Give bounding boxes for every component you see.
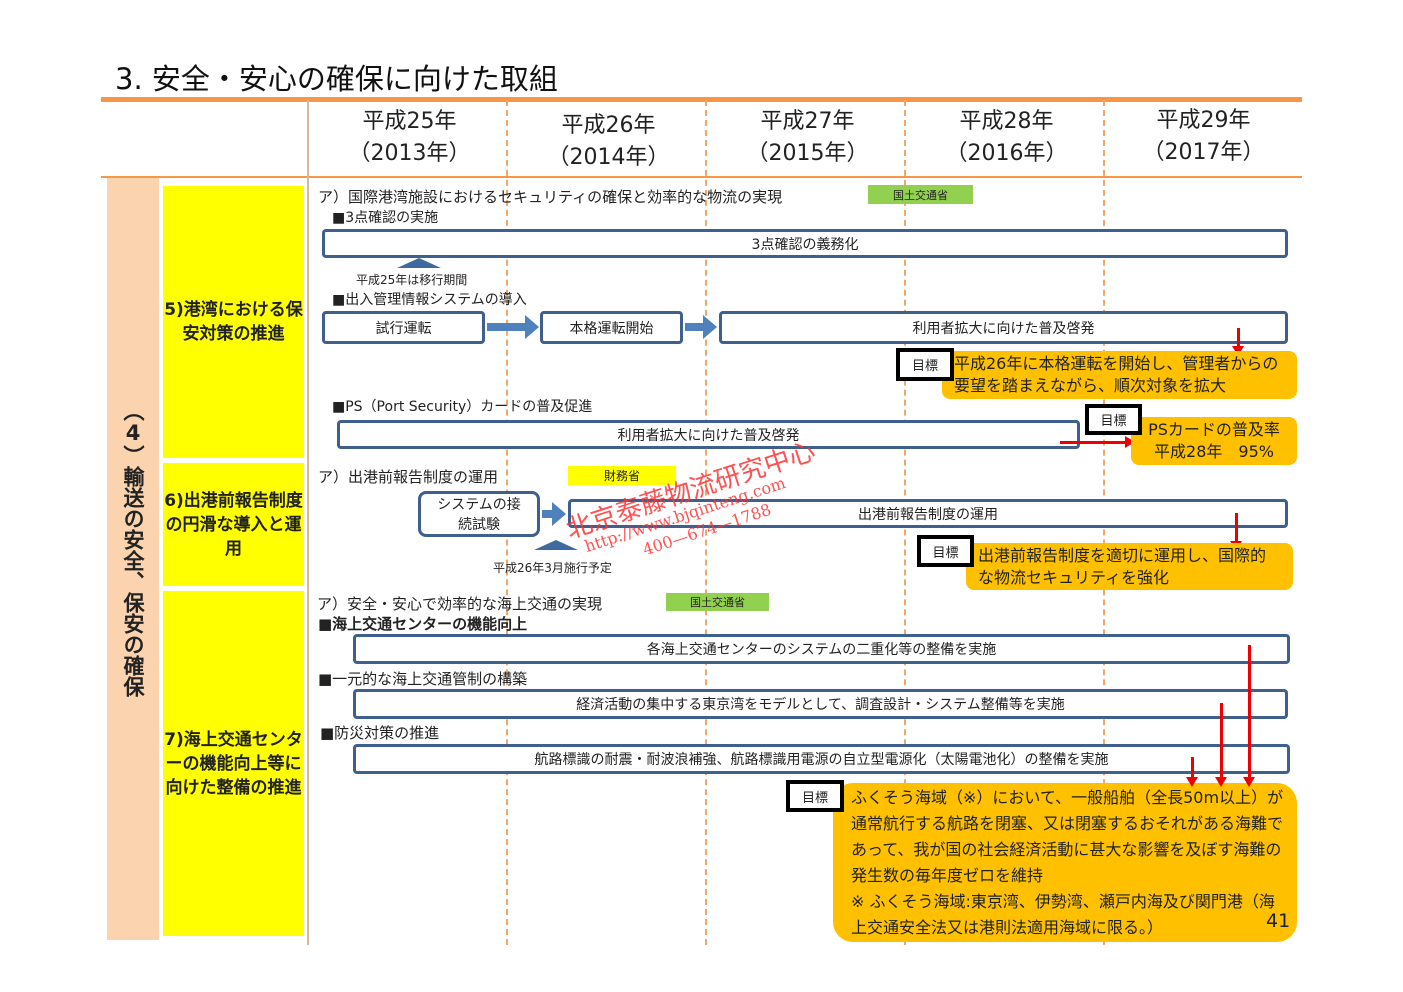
milestone-marker [534,540,578,550]
note: 平成25年は移行期間 [356,273,468,287]
year-header: 平成25年 （2013年） [310,106,509,170]
section-label: （4）輸送の安全、保安の確保 [121,400,145,697]
step-box: 本格運転開始 [540,311,683,344]
year-era: 平成25年 [362,109,457,134]
year-ad: （2013年） [348,141,471,166]
goal-line: 平成28年 95% [1154,442,1274,461]
note: 平成26年3月施行予定 [493,561,612,575]
page-title: 3. 安全・安心の確保に向けた取組 [115,62,558,96]
timeline-bar: 利用者拡大に向けた普及啓発 [719,311,1288,344]
year-era: 平成26年 [561,113,656,138]
timeline-bar: 利用者拡大に向けた普及啓発 [337,420,1080,449]
year-ad: （2017年） [1142,140,1265,165]
column-divider [307,100,309,945]
header-bottom-rule [101,176,1302,178]
timeline-bar: 各海上交通センターのシステムの二重化等の整備を実施 [353,634,1290,664]
arrow-right-icon [487,315,539,339]
year-header: 平成28年 （2016年） [907,106,1106,170]
year-header: 平成27年 （2015年） [708,106,907,170]
red-arrow-right-icon [1060,436,1135,448]
sub-heading: ■PS（Port Security）カードの普及促進 [332,399,593,415]
port-heading: ア）国際港湾施設におけるセキュリティの確保と効率的な物流の実現 [318,188,783,206]
section-band [107,178,159,940]
red-arrow-down-icon [1243,645,1255,787]
sub-heading: ■海上交通センターの機能向上 [318,615,528,633]
sub-heading: ■3点確認の実施 [332,210,439,226]
step-box: 試行運転 [322,311,485,344]
goal-text: 平成26年に本格運転を開始し、管理者からの要望を踏まえながら、順次対象を拡大 [942,351,1297,399]
goal-line: PSカードの普及率 [1148,420,1280,439]
sub-heading: ■出入管理情報システムの導入 [332,292,527,308]
year-ad: （2016年） [945,141,1068,166]
category-pre-departure-report: 6)出港前報告制度の円滑な導入と運用 [163,463,304,586]
milestone-marker [397,258,441,268]
category-port-security: 5)港湾における保安対策の推進 [163,186,304,458]
year-era: 平成29年 [1156,108,1251,133]
ministry-tag: 国土交通省 [868,185,973,204]
category-traffic-center: 7)海上交通センターの機能向上等に向けた整備の推進 [163,591,304,936]
red-arrow-down-icon [1230,513,1242,551]
report-heading: ア）出港前報告制度の運用 [318,468,499,486]
sea-heading: ア）安全・安心で効率的な海上交通の実現 [317,595,603,613]
goal-label: 目標 [1085,404,1142,435]
goal-text: PSカードの普及率平成28年 95% [1131,417,1297,465]
goal-label: 目標 [786,780,844,812]
red-arrow-down-icon [1232,328,1244,356]
sub-heading: ■一元的な海上交通管制の構築 [318,670,528,688]
arrow-right-icon [542,502,566,526]
goal-label: 目標 [896,348,954,381]
goal-text: ふくそう海域（※）において、一般船舶（全長50m以上）が通常航行する航路を閉塞、… [833,783,1297,942]
goal-line: ふくそう海域（※）において、一般船舶（全長50m以上）が通常航行する航路を閉塞、… [851,788,1284,885]
ministry-tag: 財務省 [568,466,676,485]
ministry-tag: 国土交通省 [666,593,769,611]
goal-label: 目標 [917,535,974,567]
year-header: 平成29年 （2017年） [1104,105,1303,169]
header-rule [101,97,1302,102]
timeline-bar: 出港前報告制度の運用 [568,499,1288,528]
goal-note: ※ ふくそう海域:東京湾、伊勢湾、瀬戸内海及び関門港（海上交通安全法又は港則法適… [851,892,1275,937]
timeline-bar: 経済活動の集中する東京湾をモデルとして、調査設計・システム整備等を実施 [353,689,1288,719]
sub-heading: ■防災対策の推進 [320,724,440,742]
timeline-bar: 3点確認の義務化 [322,229,1288,258]
year-ad: （2014年） [547,145,670,170]
red-arrow-down-icon [1215,703,1227,787]
year-header: 平成26年 （2014年） [509,110,708,174]
step-box: システムの接続試験 [418,491,540,537]
year-ad: （2015年） [746,141,869,166]
timeline-bar: 航路標識の耐震・耐波浪補強、航路標識用電源の自立型電源化（太陽電池化）の整備を実… [353,744,1290,774]
arrow-right-icon [685,315,717,339]
page-number: 41 [1266,910,1291,932]
goal-text: 出港前報告制度を適切に運用し、国際的な物流セキュリティを強化 [966,543,1293,590]
red-arrow-down-icon [1186,757,1198,787]
year-era: 平成28年 [959,109,1054,134]
year-era: 平成27年 [760,109,855,134]
